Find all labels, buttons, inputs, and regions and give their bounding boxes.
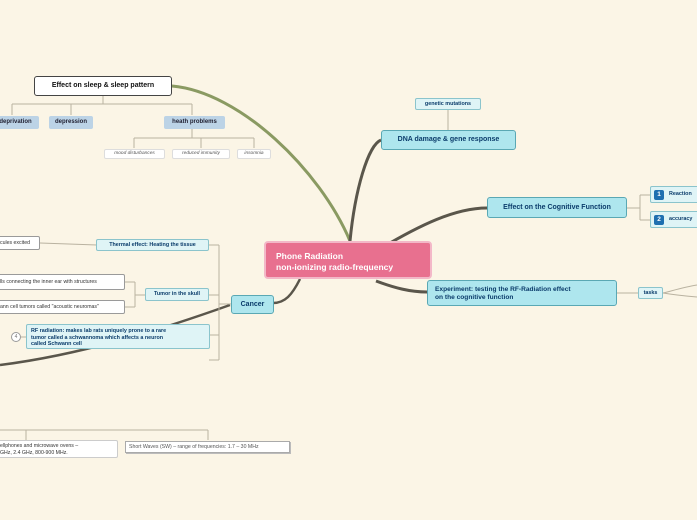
acoustic-neuromas-node[interactable]: ann cell tumors called "acoustic neuroma… bbox=[0, 300, 125, 314]
branch-cancer bbox=[272, 278, 302, 305]
branch-experiment bbox=[375, 279, 428, 294]
number-one-icon: 1 bbox=[654, 190, 664, 200]
reaction-label: Reaction bbox=[669, 191, 692, 197]
rf-radiation-line3: called Schwann cell bbox=[31, 341, 82, 347]
reduced-immunity-node[interactable]: reduced immunity bbox=[172, 149, 230, 159]
branch-sleep bbox=[171, 84, 352, 242]
experiment-title-line1: Experiment: testing the RF-Radiation eff… bbox=[435, 286, 571, 293]
thermal-effect-node[interactable]: Thermal effect: Heating the tissue bbox=[96, 239, 209, 251]
experiment-node[interactable]: Experiment: testing the RF-Radiation eff… bbox=[427, 280, 617, 306]
central-topic-line2: non-ionizing radio-frequency bbox=[276, 262, 394, 272]
deprivation-node[interactable]: deprivation bbox=[0, 116, 39, 129]
reaction-node[interactable]: 1 Reaction bbox=[650, 186, 697, 203]
number-two-icon: 2 bbox=[654, 215, 664, 225]
dna-damage-node[interactable]: DNA damage & gene response bbox=[381, 130, 516, 150]
short-waves-node[interactable]: Short Waves (SW) – range of frequencies:… bbox=[125, 441, 290, 453]
rf-radiation-line1: RF radiation: makes lab rats uniquely pr… bbox=[31, 328, 167, 334]
branch-dna bbox=[348, 138, 382, 242]
sleep-pattern-node[interactable]: Effect on sleep & sleep pattern bbox=[34, 76, 172, 96]
cancer-node[interactable]: Cancer bbox=[231, 295, 274, 314]
rf-radiation-node[interactable]: RF radiation: makes lab rats uniquely pr… bbox=[26, 324, 210, 349]
mood-disturbances-node[interactable]: mood disturbances bbox=[104, 149, 165, 159]
experiment-title-line2: on the cognitive function bbox=[435, 294, 514, 301]
molecules-excited-node[interactable]: cules excited bbox=[0, 236, 40, 250]
cellphones-line2: GHz, 2.4 GHz, 800-900 MHz. bbox=[0, 449, 68, 456]
rf-radiation-line2: tumor called a schwannoma which affects … bbox=[31, 334, 164, 341]
count-badge[interactable]: 4 bbox=[11, 332, 21, 342]
depression-node[interactable]: depression bbox=[49, 116, 93, 129]
accuracy-label: accuracy bbox=[669, 216, 693, 222]
cellphones-microwave-node[interactable]: ellphones and microwave ovens – GHz, 2.4… bbox=[0, 440, 118, 458]
health-problems-node[interactable]: heath problems bbox=[164, 116, 225, 129]
central-topic-line1: Phone Radiation bbox=[276, 251, 344, 261]
central-topic[interactable]: Phone Radiation non-ionizing radio-frequ… bbox=[264, 241, 432, 279]
cognitive-function-node[interactable]: Effect on the Cognitive Function bbox=[487, 197, 627, 218]
insomnia-node[interactable]: insomnia bbox=[237, 149, 271, 159]
genetic-mutations-node[interactable]: genetic mutations bbox=[415, 98, 481, 110]
tumor-skull-node[interactable]: Tumor in the skull bbox=[145, 288, 209, 301]
tasks-node[interactable]: tasks bbox=[638, 287, 663, 299]
inner-ear-node[interactable]: lls connecting the inner ear with struct… bbox=[0, 274, 125, 290]
cellphones-line1: ellphones and microwave ovens – bbox=[0, 443, 79, 449]
accuracy-node[interactable]: 2 accuracy bbox=[650, 211, 697, 228]
